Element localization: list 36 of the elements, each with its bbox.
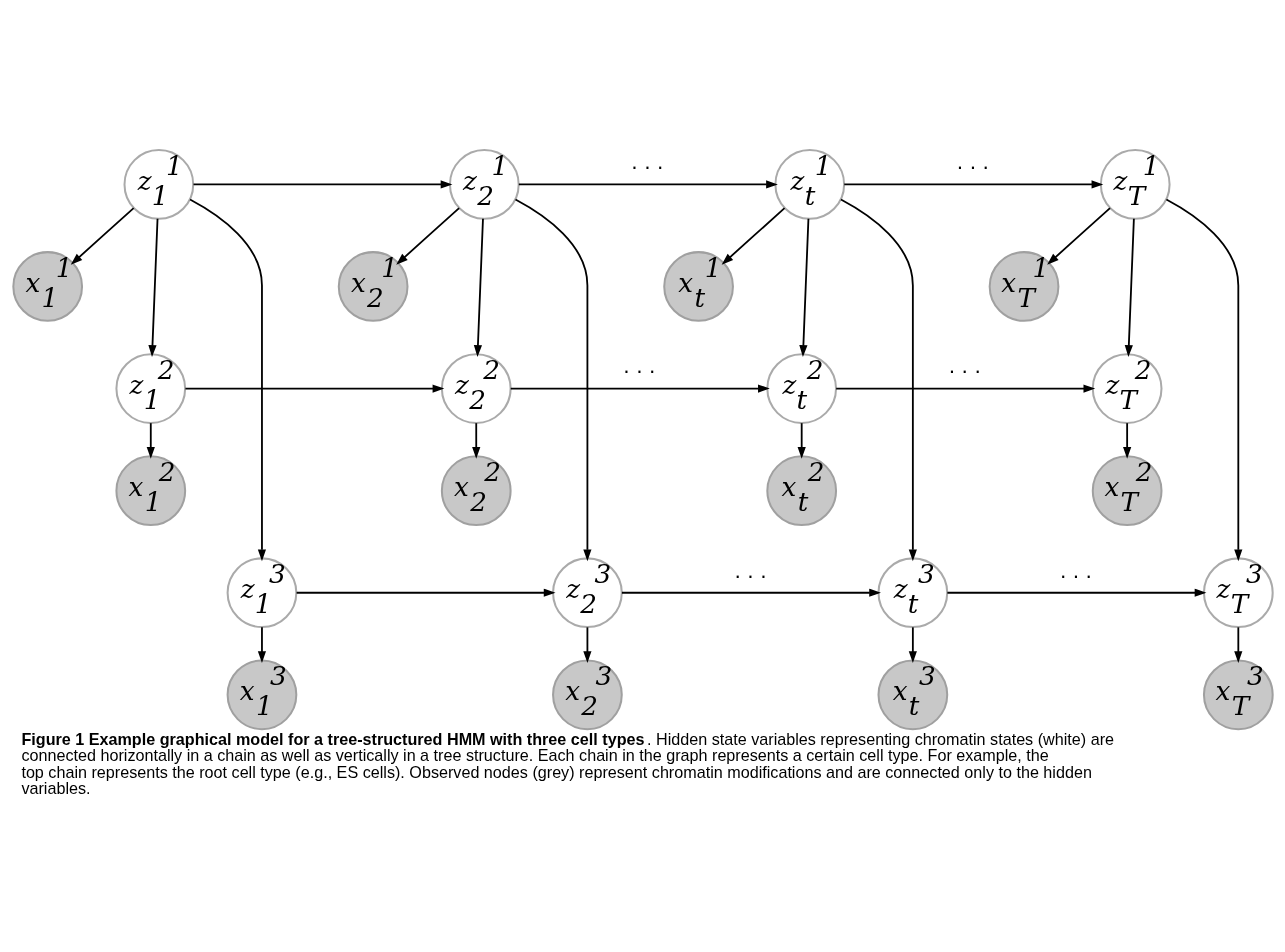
arrow bbox=[945, 588, 1206, 597]
arrow bbox=[517, 180, 778, 189]
arrow bbox=[146, 422, 155, 459]
arrow bbox=[582, 626, 592, 663]
arrow bbox=[1124, 217, 1135, 357]
arrow bbox=[188, 198, 266, 562]
arrow bbox=[620, 588, 881, 597]
arrow bbox=[842, 180, 1103, 189]
arrow bbox=[514, 198, 592, 562]
arrow bbox=[798, 217, 809, 357]
arrow bbox=[295, 588, 555, 597]
arrow bbox=[473, 217, 484, 357]
edge-label: · · · bbox=[733, 564, 767, 589]
edge-label: · · · bbox=[956, 156, 989, 181]
arrow bbox=[70, 207, 135, 265]
arrow bbox=[721, 207, 785, 265]
arrow bbox=[834, 384, 1095, 393]
arrow bbox=[1165, 198, 1242, 562]
arrow bbox=[1122, 422, 1131, 459]
arrow bbox=[395, 207, 460, 265]
arrow bbox=[471, 422, 480, 459]
arrow bbox=[184, 384, 444, 393]
arrow bbox=[257, 626, 266, 663]
edge-label: · · · bbox=[948, 360, 981, 385]
edge-label: · · · bbox=[622, 360, 655, 385]
arrow bbox=[147, 217, 158, 357]
arrow bbox=[509, 384, 770, 393]
arrow bbox=[839, 198, 917, 562]
arrow bbox=[192, 180, 452, 189]
edge-label: · · · bbox=[1059, 564, 1092, 589]
arrow bbox=[797, 422, 806, 459]
caption: Figure 1 Example graphical model for a tree-structured HMM with three cell types. Hidden state variables representing chromatin states (white) are connected horizontally in a chain as well as vertically in a tree structure. Each chain in the graph represents a certain cell type. For example, the top chain represents the root cell type (e.g., ES cells). Observed nodes (grey) represent chromatin modifications and are connected only to the hidden variables. bbox=[20, 730, 1114, 797]
edge-label: · · · bbox=[630, 156, 663, 181]
arrow bbox=[1046, 207, 1111, 265]
arrow bbox=[1233, 626, 1242, 663]
arrow bbox=[908, 626, 917, 663]
